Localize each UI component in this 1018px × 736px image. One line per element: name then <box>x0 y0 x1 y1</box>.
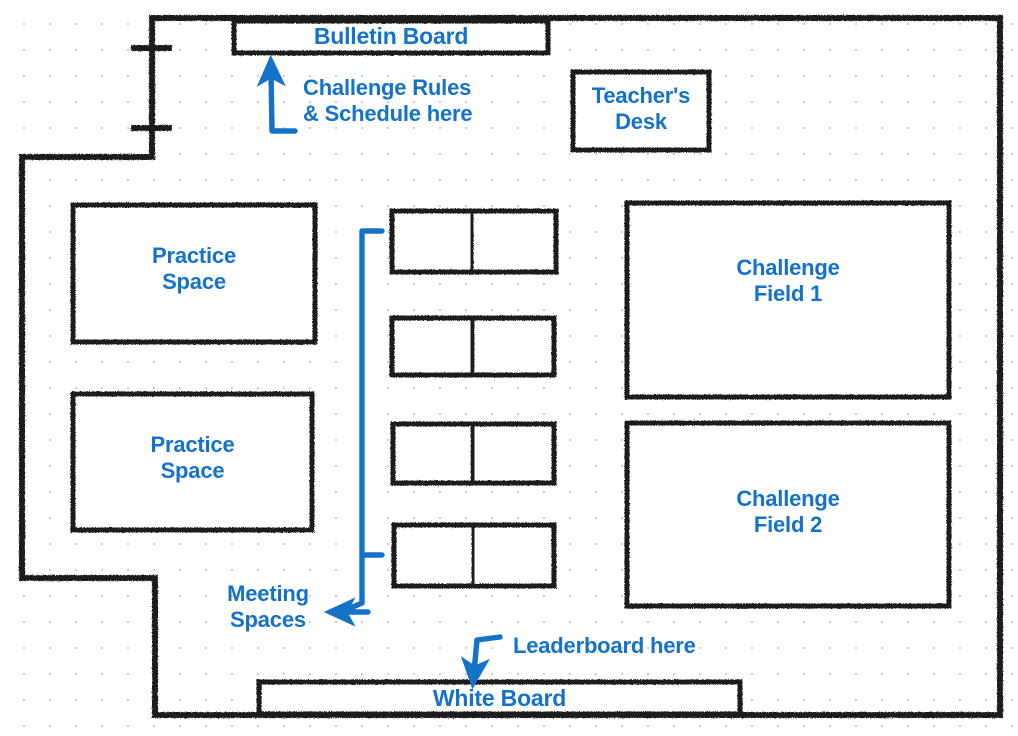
leaderboard-arrow <box>460 634 503 690</box>
challenge-field-1-shape <box>624 200 952 400</box>
bulletin-board-shape <box>231 18 551 56</box>
teachers-desk-shape <box>570 69 712 153</box>
challenge-rules-arrow <box>256 54 298 134</box>
challenge-field-2-shape <box>624 420 952 609</box>
practice-space-1-shape <box>70 202 318 345</box>
practice-space-2-shape <box>70 391 315 533</box>
white-board-shape <box>256 679 743 717</box>
room-outline <box>19 15 1003 718</box>
meeting-table-1-shape <box>389 208 559 275</box>
